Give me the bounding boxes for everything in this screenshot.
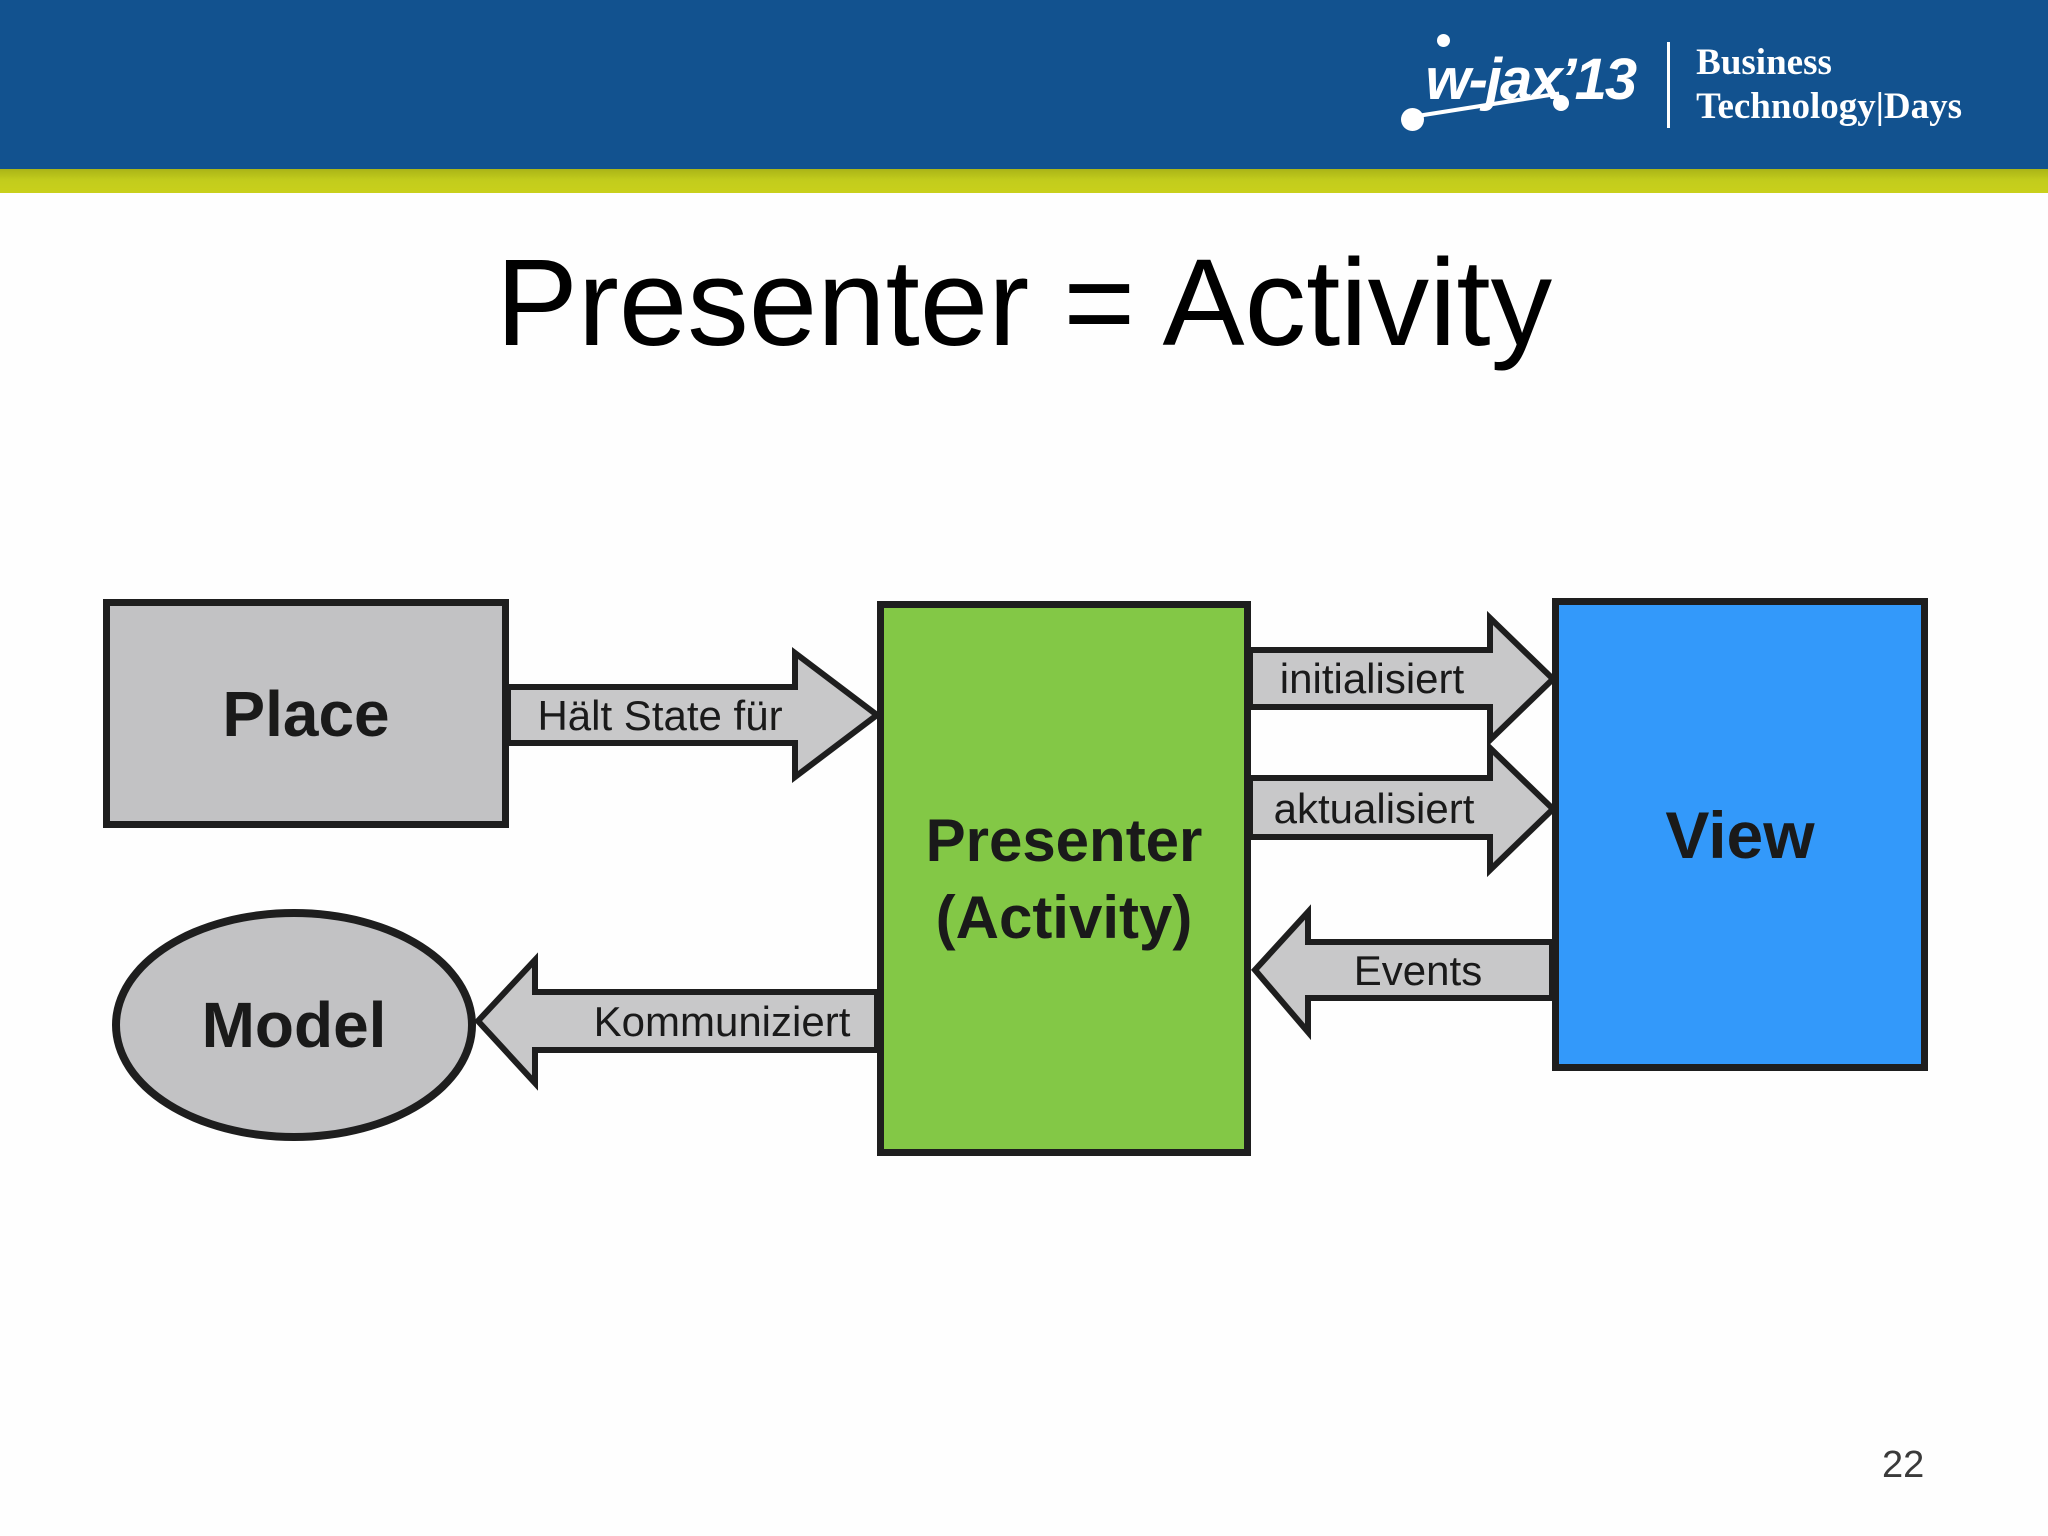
edge-label-halt-state-fuer: Hält State für bbox=[537, 692, 783, 739]
arrow-events bbox=[1250, 904, 1555, 1041]
node-presenter: Presenter (Activity) bbox=[877, 601, 1251, 1156]
edge-label-aktualisiert: aktualisiert bbox=[1273, 785, 1475, 832]
node-model-label: Model bbox=[201, 989, 387, 1061]
wjax-logo: w-jax’13 bbox=[1401, 34, 1641, 131]
node-presenter-label-line2: (Activity) bbox=[935, 883, 1193, 951]
logo-separator bbox=[1667, 41, 1671, 128]
node-view: View bbox=[1552, 598, 1928, 1071]
accent-stripe bbox=[0, 169, 2048, 193]
logo-ball-icon bbox=[1553, 95, 1570, 111]
node-view-label: View bbox=[1665, 797, 1815, 872]
arrow-aktualisiert bbox=[1247, 740, 1558, 878]
logo-dot-icon bbox=[1437, 34, 1451, 47]
brand-line-1: Business bbox=[1696, 41, 1832, 83]
edge-label-initialisiert: initialisiert bbox=[1279, 655, 1465, 702]
edge-label-events: Events bbox=[1353, 947, 1483, 994]
arrow-initialisiert bbox=[1247, 610, 1558, 748]
node-place-label: Place bbox=[222, 677, 390, 750]
edge-label-kommuniziert: Kommuniziert bbox=[593, 998, 851, 1045]
page-number: 22 bbox=[1882, 1444, 1925, 1486]
brand-line-2: Technology|Days bbox=[1696, 85, 1962, 127]
wjax-logo-text: w-jax’13 bbox=[1425, 47, 1637, 112]
arrow-kommuniziert bbox=[473, 952, 880, 1091]
arrow-halt-state-fuer bbox=[505, 646, 882, 784]
node-place: Place bbox=[103, 599, 509, 828]
page-title: Presenter = Activity bbox=[495, 235, 1553, 372]
brand-text: Business Technology|Days bbox=[1696, 41, 1962, 129]
node-model: Model bbox=[112, 909, 476, 1141]
header-bar bbox=[0, 0, 2048, 169]
header-branding: w-jax’13 Business Technology|Days bbox=[1401, 0, 1962, 169]
node-presenter-label-line1: Presenter bbox=[925, 806, 1203, 874]
